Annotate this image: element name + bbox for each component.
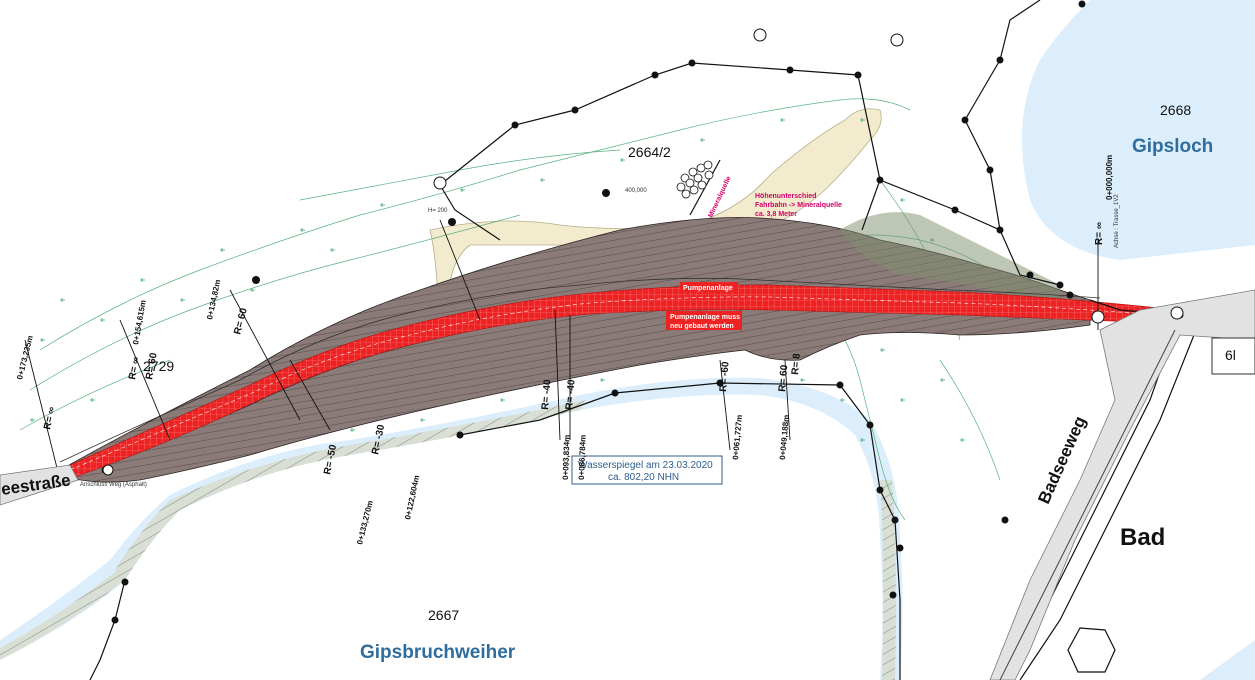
- note-hoehen-2: Fahrbahn -> Mineralquelle: [755, 202, 842, 209]
- note-asphalt: Anschluss Weg (Asphalt): [80, 482, 147, 488]
- radius-m40: R= -40: [540, 379, 554, 411]
- lower-right-water: [1200, 640, 1255, 680]
- radius-inf-2: R= ∞: [127, 356, 142, 381]
- radius-inf-left: R= ∞: [42, 406, 58, 431]
- reference-circles: [102, 28, 1184, 476]
- station-0-173: 0+173,235m: [15, 334, 35, 380]
- road-centreline: [69, 296, 1161, 471]
- note-pumpen-neu-1: Pumpenanlage muss: [670, 314, 740, 321]
- shore-hatching: [0, 400, 896, 680]
- embankment-vegetation: [840, 212, 1060, 300]
- station-0-086: 0+086,784m: [577, 435, 588, 480]
- station-0-154: 0+154,615m: [131, 299, 148, 345]
- note-achse: Achse : Trasse_1V2: [1114, 194, 1120, 248]
- station-0-134: 0+134,82m: [205, 279, 222, 321]
- parcel-2667: 2667: [428, 607, 459, 623]
- note-h-value: H= 200: [428, 208, 448, 214]
- radius-m40b: R= -40: [564, 379, 578, 411]
- badseeweg-road: [989, 289, 1255, 680]
- station-0-049: 0+049,188m: [778, 414, 791, 460]
- radius-60b: R= 60: [232, 306, 250, 335]
- water-level-box: [571, 455, 723, 485]
- station-0-093: 0+093,834m: [561, 435, 572, 480]
- radius-60: R= 60: [144, 352, 160, 381]
- water-level-2: ca. 802,20 NHN: [608, 472, 679, 483]
- radius-60c: R= 60: [777, 364, 790, 392]
- gipsloch-water: [1010, 0, 1255, 260]
- station-lines: [24, 219, 1099, 481]
- parcel-bad: Bad: [1120, 524, 1165, 551]
- survey-markers: [252, 189, 610, 284]
- water-level-1: Wasserspiegel am 23.03.2020: [578, 460, 713, 471]
- station-0-000: 0+000,000m: [1105, 155, 1114, 200]
- corner-label: 6l: [1225, 347, 1236, 363]
- place-gipsbruchweiher: Gipsbruchweiher: [360, 642, 516, 663]
- radius-inf-right: R= ∞: [1094, 222, 1105, 245]
- note-hoehen-1: Höhenunterschied: [755, 193, 816, 200]
- place-gipsloch: Gipsloch: [1132, 136, 1213, 157]
- hexagon-structure: [1067, 627, 1116, 673]
- parcel-2664-2: 2664/2: [628, 144, 671, 160]
- parcel-2668: 2668: [1160, 102, 1191, 118]
- corner-label-box: [1211, 337, 1255, 375]
- parcel-2729: 2729: [143, 358, 174, 374]
- note-elev-400: 400,000: [625, 188, 647, 194]
- pumpenanlage-box: [680, 282, 738, 292]
- vegetation-marks: [30, 118, 965, 442]
- station-0-061: 0+061,727m: [731, 414, 744, 460]
- boundary-points: [101, 0, 1184, 624]
- note-hoehen-3: ca. 3,8 Meter: [755, 211, 797, 218]
- radius-m60: R= -60: [718, 361, 732, 393]
- radius-8: R= 8: [790, 353, 803, 376]
- note-pumpen-neu-2: neu gebaut werden: [670, 323, 734, 330]
- pumpen-neu-box: [666, 311, 742, 330]
- note-pumpenanlage: Pumpenanlage: [683, 285, 733, 292]
- mineralquelle-rocks: [676, 160, 714, 199]
- seestrasse-road: [0, 464, 79, 506]
